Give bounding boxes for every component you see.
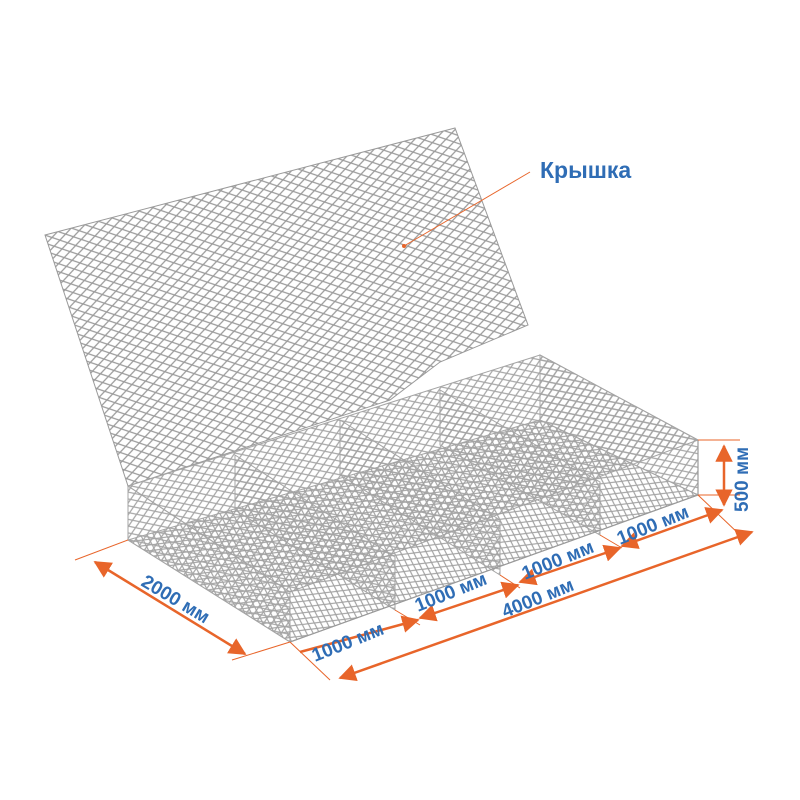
dimension-arrows [93, 444, 754, 681]
section-4-arrow [620, 507, 724, 549]
callout-leader [403, 171, 531, 247]
total-length-arrow [338, 529, 754, 681]
section-3-arrow [518, 544, 622, 586]
height-label: 500 мм [732, 447, 753, 512]
width-arrow [93, 560, 247, 656]
callout-dot [402, 244, 406, 248]
lid-label: Крышка [540, 157, 631, 183]
section-1-arrow [299, 615, 420, 654]
section-2-arrow [418, 581, 520, 622]
